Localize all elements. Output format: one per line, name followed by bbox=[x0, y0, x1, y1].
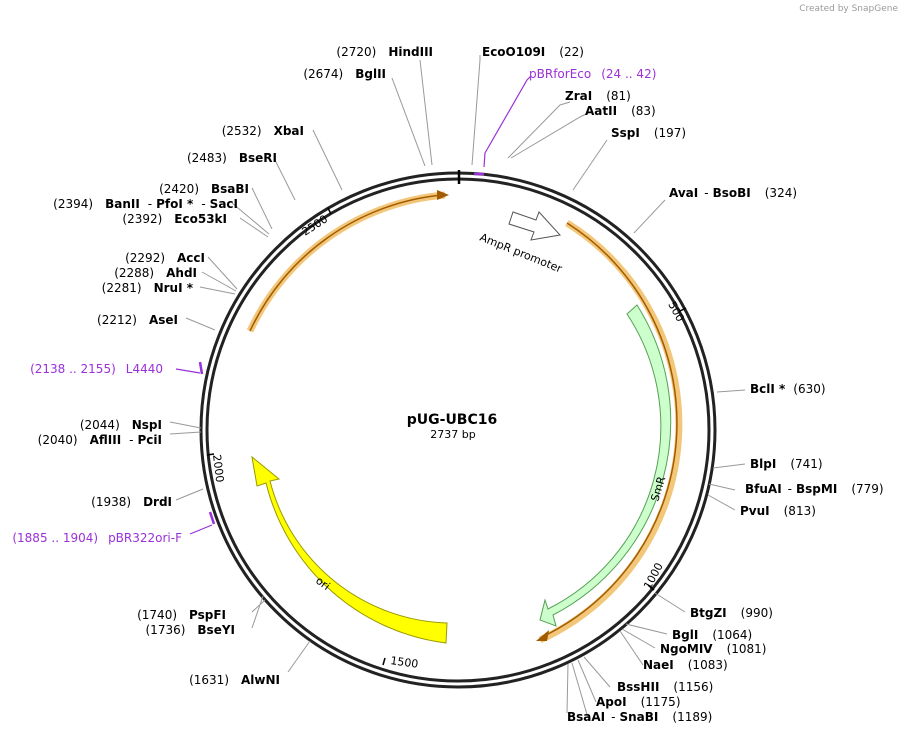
orf-highlight-left bbox=[246, 191, 446, 333]
site-label-eco53ki: (2392)Eco53kI bbox=[122, 212, 227, 226]
primer-label-pbr322ori-f: (1885 .. 1904)pBR322ori-F bbox=[12, 531, 182, 545]
site-label-bsaai-snabi: BsaAI-SnaBI(1189) bbox=[567, 710, 712, 724]
site-label-naei: NaeI(1083) bbox=[643, 658, 728, 672]
primer-markers bbox=[175, 75, 532, 535]
tick-label-2000: 2000 bbox=[210, 454, 226, 483]
site-label-blpi: BlpI(741) bbox=[750, 457, 823, 471]
primer-line-pbr322ori bbox=[189, 524, 213, 535]
orf-arrowhead-left bbox=[437, 190, 449, 200]
site-label-avai-bsobi: AvaI-BsoBI(324) bbox=[669, 186, 797, 200]
site-label-drdi: (1938)DrdI bbox=[91, 495, 172, 509]
site-label-bsabi: (2420)BsaBI bbox=[159, 182, 249, 196]
site-label-ngomiv: NgoMIV(1081) bbox=[660, 642, 766, 656]
leader-lines bbox=[169, 55, 746, 719]
site-label-nspi: (2044)NspI bbox=[80, 418, 162, 432]
site-label-alwni: (1631)AlwNI bbox=[189, 673, 280, 687]
site-label-asei: (2212)AseI bbox=[97, 313, 178, 327]
feature-label-ampr-promoter: AmpR promoter bbox=[478, 231, 564, 276]
site-label-besshii: BssHII(1156) bbox=[617, 680, 713, 694]
feature-smr bbox=[539, 304, 672, 627]
site-label-ahdi: (2288)AhdI bbox=[114, 266, 197, 280]
primer-line-l4440 bbox=[175, 368, 201, 374]
primer-line-pbrforeco bbox=[483, 75, 532, 168]
tick-label-1500: 1500 bbox=[390, 654, 420, 671]
site-label-hindiii: (2720)HindIII bbox=[336, 45, 433, 59]
site-label-xbai: (2532)XbaI bbox=[222, 124, 304, 138]
primer-mark-l4440 bbox=[198, 361, 204, 375]
site-label-bgli: BglI(1064) bbox=[672, 628, 752, 642]
orf-arrowhead-right bbox=[536, 630, 549, 641]
site-label-nrui: (2281)NruI * bbox=[102, 281, 194, 295]
plasmid-name: pUG-UBC16 bbox=[407, 412, 498, 428]
site-label-bcli: BclI *(630) bbox=[750, 382, 826, 396]
site-label-afliii-pcii: (2040)AflIII-PciI bbox=[38, 433, 162, 447]
plasmid-size: 2737 bp bbox=[430, 428, 475, 441]
site-labels-right: EcoO109I(22) ZraI(81) AatII(83) SspI(197… bbox=[482, 45, 884, 724]
site-label-bseyi: (1736)BseYI bbox=[146, 623, 236, 637]
site-label-banii-pfoi-saci: (2394)BanII-PfoI *-SacI bbox=[53, 197, 238, 211]
orf-arrow-right bbox=[543, 222, 678, 637]
site-label-bfuai-bspmi: BfuAI-BspMI(779) bbox=[745, 482, 884, 496]
snapgene-credit: Created by SnapGene bbox=[799, 4, 898, 14]
site-label-aatii: AatII(83) bbox=[585, 104, 656, 118]
primer-mark-pbr322ori bbox=[208, 511, 216, 525]
site-label-acci: (2292)AccI bbox=[125, 251, 205, 265]
site-label-btgzi: BtgZI(990) bbox=[690, 606, 773, 620]
plasmid-backbone bbox=[199, 170, 717, 689]
site-label-bglii: (2674)BglII bbox=[303, 67, 386, 81]
site-label-apoi: ApoI(1175) bbox=[596, 695, 681, 709]
site-label-sspi: SspI(197) bbox=[611, 126, 686, 140]
feature-ori bbox=[251, 455, 448, 644]
site-label-bseri: (2483)BseRI bbox=[187, 151, 277, 165]
feature-ampr-promoter bbox=[508, 211, 561, 241]
site-labels-left: (1631)AlwNI (1736)BseYI (1740)PspFI (193… bbox=[38, 45, 433, 687]
site-label-pvui: PvuI(813) bbox=[740, 504, 816, 518]
orf-arrow-left bbox=[249, 194, 443, 332]
site-label-zrai: ZraI(81) bbox=[565, 89, 631, 103]
primer-labels: pBRforEco(24 .. 42) (2138 .. 2155)L4440 … bbox=[12, 67, 656, 545]
primer-label-pbrforeco: pBRforEco(24 .. 42) bbox=[529, 67, 656, 81]
primer-label-l4440: (2138 .. 2155)L4440 bbox=[30, 362, 163, 376]
site-label-ecoo109i: EcoO109I(22) bbox=[482, 45, 584, 59]
site-label-pspfi: (1740)PspFI bbox=[137, 608, 226, 622]
